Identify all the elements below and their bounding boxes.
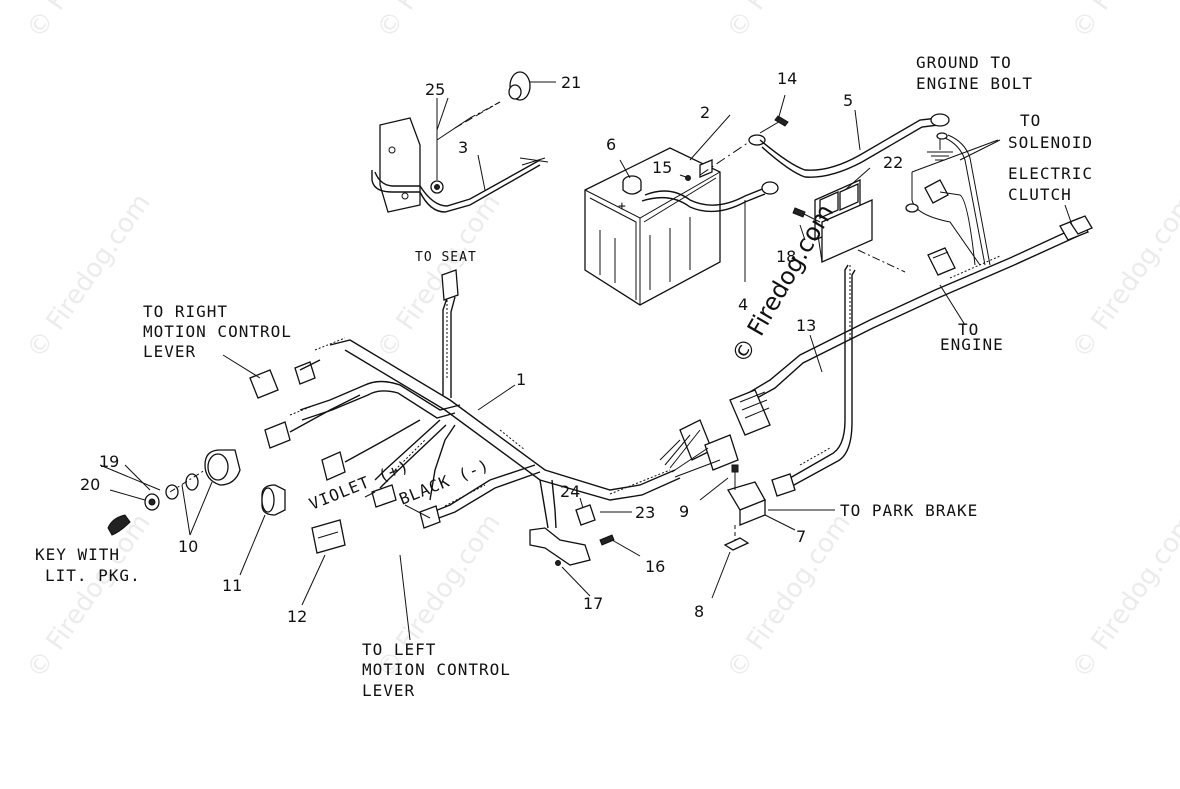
callout-8: 8 <box>694 602 704 621</box>
callout-17: 17 <box>583 594 603 613</box>
callout-3: 3 <box>458 138 468 157</box>
watermark-faint: © Firedog.com <box>1066 188 1180 364</box>
right-lever-label-line3: LEVER <box>143 342 196 361</box>
park-brake-label: TO PARK BRAKE <box>840 501 978 520</box>
to-seat-label: TO SEAT <box>415 250 477 265</box>
solenoid-label-line1: TO <box>1020 111 1041 130</box>
callout-5: 5 <box>843 91 853 110</box>
key-label-line2: LIT. PKG. <box>45 566 141 585</box>
engine-label-line1: TO <box>958 320 979 339</box>
callout-1: 1 <box>516 370 526 389</box>
callout-numbers: 1 2 3 4 5 6 7 8 9 10 11 12 13 14 15 16 1… <box>80 69 903 626</box>
left-lever-label-line1: TO LEFT <box>362 640 436 659</box>
ignition-switch <box>99 449 346 554</box>
watermark-faint: © Firedog.com <box>721 0 856 44</box>
callout-10: 10 <box>178 537 198 556</box>
watermark-faint: © Firedog.com <box>21 0 156 44</box>
watermark-faint: © Firedog.com <box>21 508 156 684</box>
callout-20: 20 <box>80 475 100 494</box>
watermark-faint: © Firedog.com <box>21 188 156 364</box>
ground-cable <box>699 113 950 178</box>
black-wire-label: BLACK (-) <box>396 455 492 508</box>
watermark-faint: © Firedog.com <box>1066 508 1180 684</box>
engine-label-line2: ENGINE <box>940 335 1004 354</box>
callout-2: 2 <box>700 103 710 122</box>
left-lever-label-line3: LEVER <box>362 681 415 700</box>
ground-label-line2: ENGINE BOLT <box>916 74 1033 93</box>
callout-11: 11 <box>222 576 242 595</box>
copyright-watermark: © Firedog.com <box>726 199 839 368</box>
callout-22: 22 <box>883 153 903 172</box>
clutch-label-line1: ELECTRIC <box>1008 164 1093 183</box>
relay-block <box>792 178 906 273</box>
callout-25: 25 <box>425 80 445 99</box>
text-labels: GROUND TO ENGINE BOLT TO SOLENOID ELECTR… <box>35 53 1093 700</box>
clutch-label-line2: CLUTCH <box>1008 185 1072 204</box>
callout-7: 7 <box>796 527 806 546</box>
callout-9: 9 <box>679 502 689 521</box>
violet-wire-label: VIOLET (+) <box>306 456 412 513</box>
callout-4: 4 <box>738 295 748 314</box>
watermark-faint: © Firedog.com <box>721 508 856 684</box>
leader-lines <box>109 94 1073 641</box>
key-label-line1: KEY WITH <box>35 545 120 564</box>
callout-19: 19 <box>99 452 119 471</box>
callout-18: 18 <box>776 247 796 266</box>
watermark-faint: © Firedog.com <box>1066 0 1180 44</box>
callout-15: 15 <box>652 158 672 177</box>
callout-23: 23 <box>635 503 655 522</box>
callout-24: 24 <box>560 482 580 501</box>
svg-text:+: + <box>618 199 627 214</box>
ground-label-line1: GROUND TO <box>916 53 1012 72</box>
watermark-faint: © Firedog.com <box>371 188 506 364</box>
callout-16: 16 <box>645 557 665 576</box>
watermark-faint: © Firedog.com <box>371 0 506 44</box>
battery: + <box>584 147 779 306</box>
right-lever-label-line2: MOTION CONTROL <box>143 322 292 341</box>
callout-13: 13 <box>796 316 816 335</box>
left-lever-label-line2: MOTION CONTROL <box>362 660 511 679</box>
solenoid-label-line2: SOLENOID <box>1008 133 1093 152</box>
bracket-assembly <box>371 71 556 213</box>
callout-21: 21 <box>561 73 581 92</box>
callout-14: 14 <box>777 69 797 88</box>
park-brake-switch <box>723 464 835 551</box>
right-leads <box>905 132 999 266</box>
right-lever-label-line1: TO RIGHT <box>143 302 228 321</box>
main-harness <box>249 215 1093 566</box>
callout-12: 12 <box>287 607 307 626</box>
callout-6: 6 <box>606 135 616 154</box>
